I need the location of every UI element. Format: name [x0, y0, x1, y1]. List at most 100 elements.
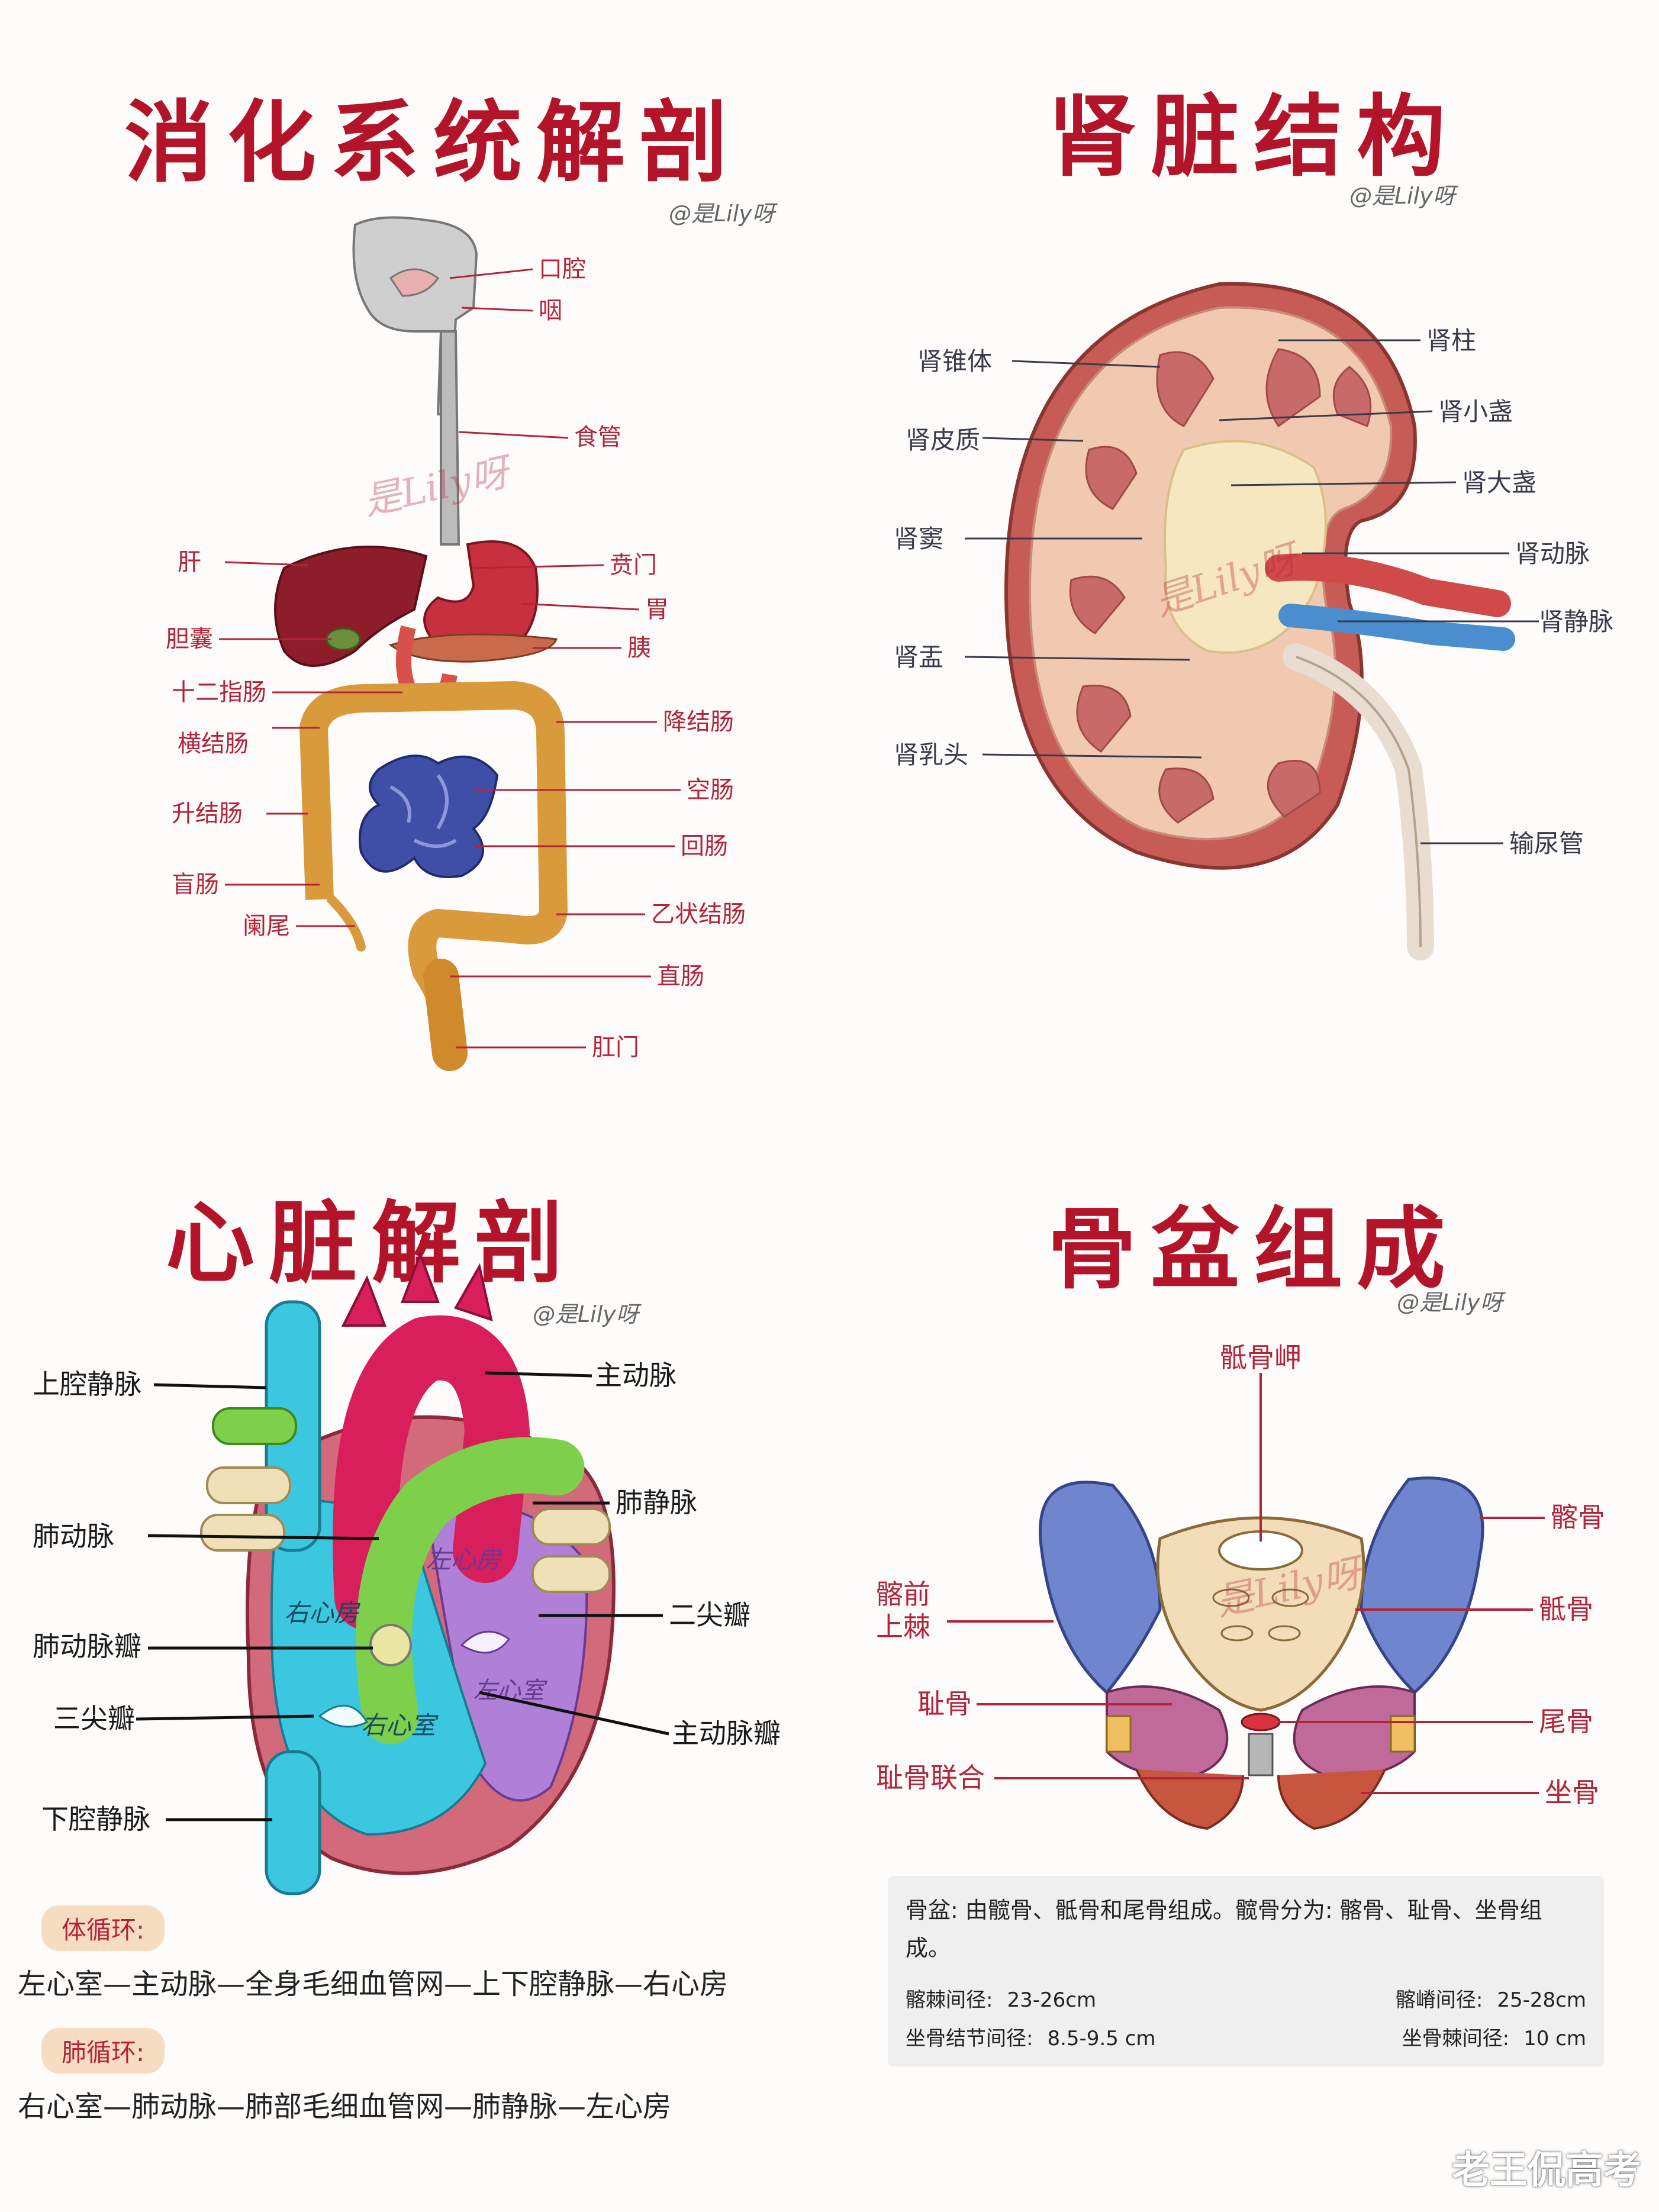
label-appendix: 阑尾 — [243, 912, 290, 940]
label-aortic-valve: 主动脉瓣 — [672, 1717, 781, 1749]
ureter-edge — [1296, 656, 1422, 947]
label-sigmoid-colon: 乙状结肠 — [651, 901, 746, 928]
label-renal-column: 肾柱 — [1426, 326, 1476, 355]
label-descending-colon: 降结肠 — [663, 708, 734, 736]
rectum-tube — [423, 959, 468, 1071]
inferior-vena-cava — [265, 1750, 321, 1895]
kidney-panel: 肾脏结构 @是Lily呀 是Lily呀 — [829, 0, 1659, 1124]
liver — [274, 546, 428, 667]
mitral-valve — [460, 1630, 511, 1654]
ilium-right — [1360, 1476, 1484, 1695]
measurement-row: 髂嵴间径:25-28cm — [1395, 1988, 1586, 2012]
digestive-title: 消化系统解剖 — [124, 91, 743, 195]
pubic-symphysis — [1248, 1733, 1274, 1776]
label-ascending-colon: 升结肠 — [172, 800, 243, 827]
label-asis-line2: 上棘 — [876, 1611, 930, 1643]
label-pancreas: 胰 — [627, 634, 651, 662]
label-coccyx: 尾骨 — [1539, 1705, 1593, 1737]
systemic-circulation-chain: 左心室—主动脉—全身毛细血管网—上下腔静脉—右心房 — [18, 1968, 729, 2001]
kidney-diagram: 是Lily呀 肾锥体 肾柱 肾小盏 肾皮质 肾大盏 肾窦 肾动脉 肾静脉 肾盂 … — [894, 282, 1613, 960]
pulmonary-artery-left-branch — [212, 1407, 297, 1445]
label-ileum: 回肠 — [681, 833, 728, 860]
pancreas — [388, 633, 558, 663]
digestive-leader-lines — [219, 268, 681, 1049]
renal-vein — [1278, 604, 1515, 651]
label-sacrum: 骶骨 — [1539, 1593, 1593, 1625]
renal-artery — [1265, 553, 1511, 617]
measurement-row: 髂棘间径:23-26cm — [906, 1988, 1097, 2012]
label-ilium: 髂骨 — [1551, 1501, 1605, 1533]
pulmonary-valve — [369, 1624, 412, 1666]
label-sacral-promontory: 骶骨岬 — [1220, 1342, 1302, 1373]
pelvis-diagram: 是Lily呀 骶骨岬 髂骨 髂前 上棘 骶骨 耻骨 尾骨 耻骨联合 坐骨 — [876, 1342, 1605, 1830]
gallbladder — [326, 627, 361, 651]
digestive-credit: @是Lily呀 — [669, 201, 775, 227]
renal-pelvis — [1164, 440, 1327, 654]
label-transverse-colon: 横结肠 — [178, 730, 249, 757]
aorta — [333, 1315, 530, 1630]
ilium-left — [1039, 1481, 1162, 1695]
label-anus: 肛门 — [592, 1034, 639, 1061]
label-mitral-valve: 二尖瓣 — [669, 1599, 750, 1631]
heart-panel: 心脏解剖 @是Lily呀 左心 — [0, 1124, 829, 2212]
label-duodenum: 十二指肠 — [172, 679, 266, 706]
label-pharynx: 咽 — [539, 297, 562, 324]
label-renal-sinus: 肾窦 — [894, 524, 943, 553]
label-rectum: 直肠 — [657, 963, 704, 990]
heart-title: 心脏解剖 — [166, 1191, 578, 1295]
label-ureter: 输尿管 — [1509, 829, 1584, 858]
label-cardia: 贲门 — [610, 552, 657, 579]
label-pulmonary-valve: 肺动脉瓣 — [33, 1630, 141, 1662]
sacrum — [1156, 1516, 1365, 1712]
pelvis-description: 骨盆: 由髋骨、骶骨和尾骨组成。髋骨分为: 髂骨、耻骨、坐骨组成。 — [906, 1897, 1542, 1961]
label-pulmonary-artery: 肺动脉 — [33, 1520, 114, 1552]
kidney-credit: @是Lily呀 — [1349, 183, 1455, 209]
measurement-row: 坐骨结节间径:8.5-9.5 cm — [906, 2027, 1156, 2050]
label-esophagus: 食管 — [574, 424, 621, 451]
label-stomach: 胃 — [645, 596, 669, 623]
kidney-leader-lines — [964, 339, 1539, 844]
pelvis-panel: 骨盆组成 @是Lily呀 是Lily呀 — [829, 1124, 1659, 2212]
pelvis-leader-lines — [947, 1373, 1545, 1794]
label-renal-pelvis: 肾盂 — [894, 643, 943, 672]
label-renal-vein: 肾静脉 — [1539, 607, 1613, 636]
label-renal-pyramid: 肾锥体 — [917, 347, 992, 376]
label-right-atrium: 右心房 — [284, 1598, 360, 1627]
label-renal-papilla: 肾乳头 — [894, 740, 968, 769]
label-pubic-symphysis: 耻骨联合 — [876, 1762, 985, 1794]
label-inferior-vena-cava: 下腔静脉 — [41, 1803, 150, 1835]
heart-diagram: 左心房 右心房 左心室 右心室 上腔静脉 主动脉 肺静脉 肺动脉 二尖瓣 肺动脉… — [33, 1251, 781, 1895]
label-cecum: 盲肠 — [172, 871, 219, 898]
oral-cavity — [389, 268, 440, 297]
ischium-left — [1135, 1769, 1244, 1830]
tricuspid-valve — [318, 1704, 369, 1728]
label-pubis: 耻骨 — [917, 1688, 972, 1720]
appendix-shape — [327, 895, 366, 952]
label-mouth: 口腔 — [539, 256, 586, 283]
pelvis-title: 骨盆组成 — [1048, 1197, 1460, 1301]
pulmonary-veins — [200, 1466, 611, 1593]
small-intestine-folds — [389, 774, 457, 848]
acetabulum-left — [1106, 1715, 1132, 1753]
label-asis-line1: 髂前 — [876, 1578, 930, 1610]
measurement-row: 坐骨棘间径:10 cm — [1402, 2027, 1586, 2050]
label-aorta: 主动脉 — [595, 1359, 677, 1391]
pelvis-measurements: 髂棘间径:23-26cm 髂嵴间径:25-28cm 坐骨结节间径:8.5-9.5… — [906, 1984, 1586, 2051]
label-left-atrium: 左心房 — [426, 1545, 502, 1574]
heart-leader-lines — [136, 1371, 669, 1821]
label-liver: 肝 — [178, 549, 201, 576]
label-renal-cortex: 肾皮质 — [906, 425, 980, 454]
renal-pyramids — [1069, 348, 1372, 824]
aortic-branches — [341, 1251, 493, 1327]
label-renal-artery: 肾动脉 — [1515, 539, 1590, 568]
label-right-ventricle: 右心室 — [361, 1711, 439, 1740]
pulmonary-circulation-tag: 肺循环: — [41, 2028, 165, 2074]
pelvis-credit: @是Lily呀 — [1397, 1289, 1503, 1315]
digestive-panel: 消化系统解剖 @是Lily呀 是Lily呀 — [0, 0, 829, 1124]
circulation-notes: 体循环: 左心室—主动脉—全身毛细血管网—上下腔静脉—右心房 肺循环: 右心室—… — [18, 1905, 835, 2150]
label-tricuspid-valve: 三尖瓣 — [53, 1702, 135, 1734]
label-ischium: 坐骨 — [1545, 1776, 1599, 1808]
ischium-right — [1277, 1769, 1386, 1830]
footer-watermark: 老王侃高考 — [1452, 2149, 1641, 2192]
label-jejunum: 空肠 — [687, 776, 734, 804]
